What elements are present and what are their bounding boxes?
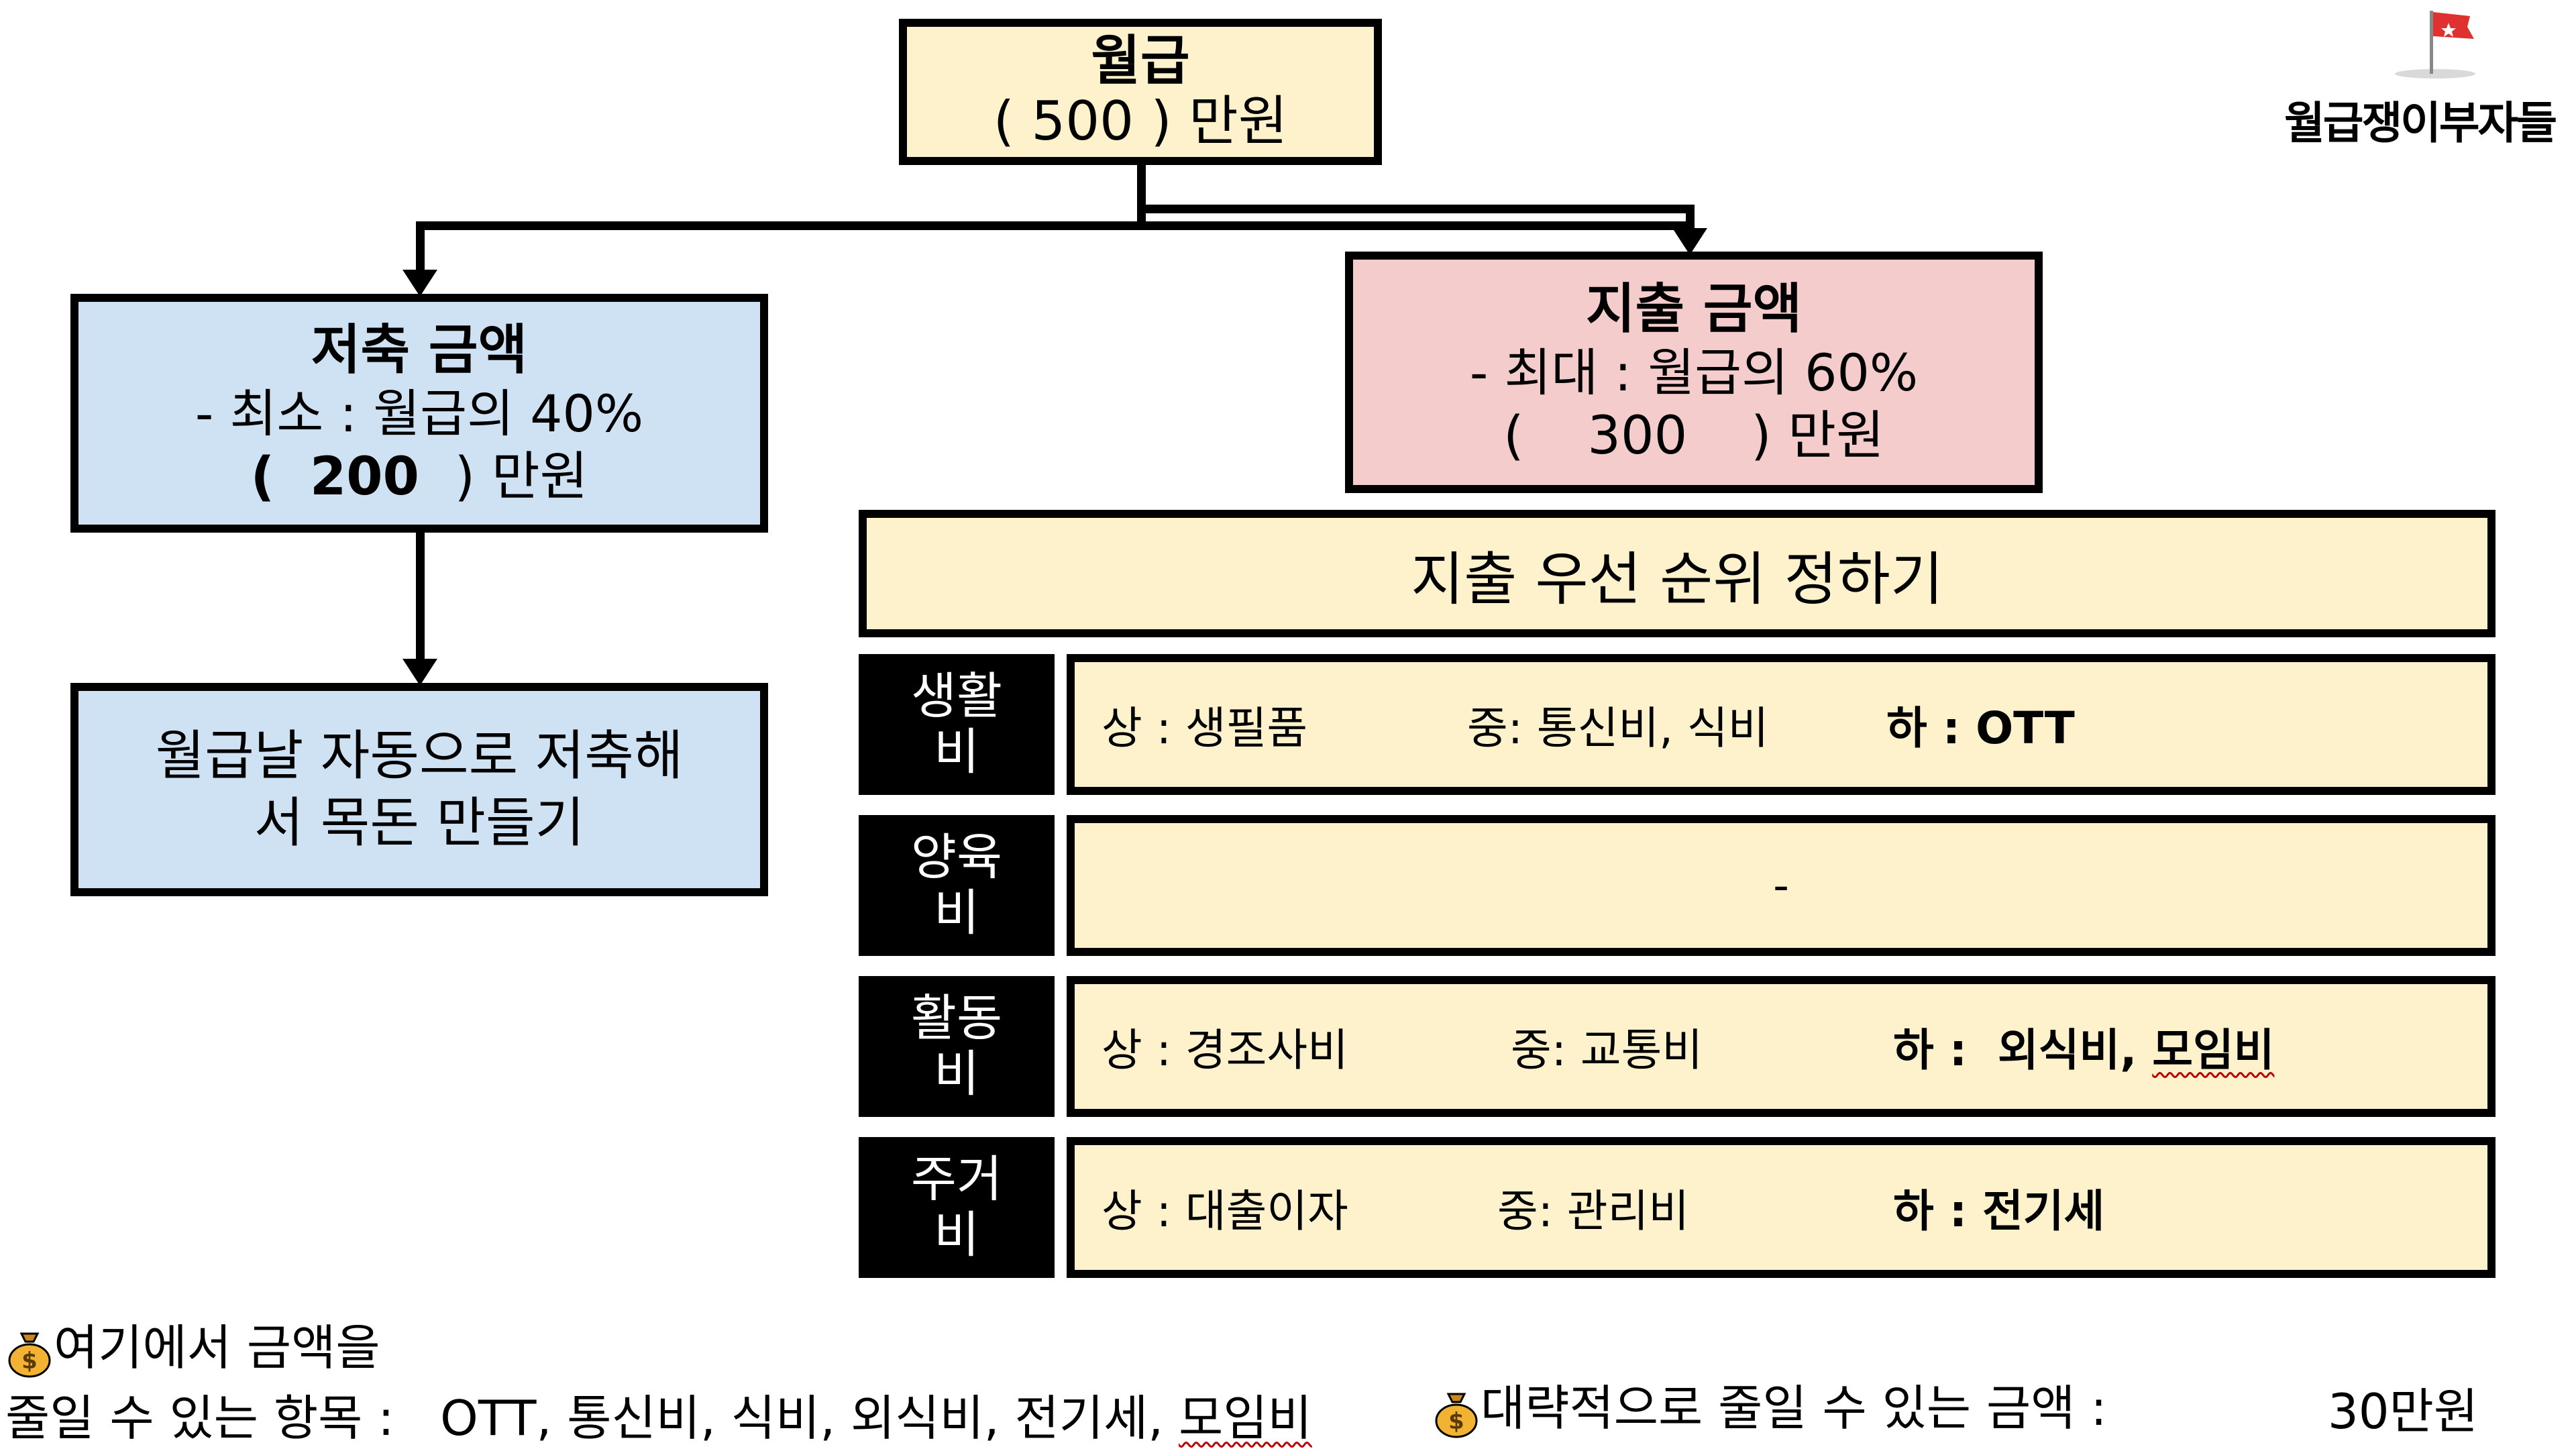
category-label-activity: 활동 비 xyxy=(859,976,1055,1117)
category-label-line1: 양육 xyxy=(910,828,1003,887)
priority-header-text: 지출 우선 순위 정하기 xyxy=(1410,545,1944,613)
spending-rule: - 최대 : 월급의 60% xyxy=(1469,342,1919,402)
spending-title: 지출 금액 xyxy=(1585,278,1803,341)
priority-mid: 중: 교통비 xyxy=(1511,1024,1703,1076)
connector-salary-down xyxy=(1137,162,1146,229)
category-row-childcare: - xyxy=(1067,815,2496,956)
spending-amount-open: ( xyxy=(1503,405,1524,466)
salary-title: 월급 xyxy=(1091,30,1190,92)
footer-line1-text: 여기에서 금액을 xyxy=(54,1320,380,1376)
priority-mid: 중: 관리비 xyxy=(1497,1185,1690,1237)
category-label-line1: 생활 xyxy=(910,667,1003,726)
priority-low: 하 : 전기세 xyxy=(1893,1185,2105,1237)
arrow-to-auto-save xyxy=(402,659,437,686)
money-bag-icon: $ xyxy=(8,1332,51,1378)
brand-name: 월급쟁이부자들 xyxy=(2284,97,2557,149)
footer-line2: 줄일 수 있는 항목 : OTT, 통신비, 식비, 외식비, 전기세, 모임비 xyxy=(5,1379,1312,1449)
flag-icon xyxy=(2395,11,2475,78)
spending-amount-close: ) 만원 xyxy=(1751,405,1884,466)
savings-amount-close: ) 만원 xyxy=(454,446,588,507)
svg-text:$: $ xyxy=(1448,1408,1464,1435)
empty-dash: - xyxy=(1773,859,1789,912)
savings-box: 저축 금액 - 최소 : 월급의 40% ( 200 ) 만원 xyxy=(70,294,768,533)
category-row-living: 상 : 생필품 중: 통신비, 식비 하 : OTT xyxy=(1067,654,2496,795)
category-label-line1: 주거 xyxy=(910,1150,1003,1209)
category-label-living: 생활 비 xyxy=(859,654,1055,795)
savings-rule: - 최소 : 월급의 40% xyxy=(195,383,644,443)
savings-title: 저축 금액 xyxy=(311,319,528,382)
footer-line1: $ 여기에서 금액을 xyxy=(5,1308,380,1379)
category-label-line2: 비 xyxy=(933,1206,980,1264)
savings-amount-open: ( xyxy=(250,446,275,507)
spending-amount: ( 300 ) 만원 xyxy=(1503,405,1884,468)
priority-high: 상 : 경조사비 xyxy=(1102,1024,1348,1076)
footer-estimate-value: 30만원 xyxy=(2328,1383,2479,1440)
category-label-line1: 활동 xyxy=(910,989,1003,1048)
category-label-line2: 비 xyxy=(933,723,980,781)
connector-to-spending-top xyxy=(1137,205,1695,213)
category-label-housing: 주거 비 xyxy=(859,1137,1055,1278)
priority-high: 상 : 생필품 xyxy=(1102,702,1308,754)
footer-estimate: $ 대략적으로 줄일 수 있는 금액 : xyxy=(1432,1368,2107,1439)
footer-line2-prefix: 줄일 수 있는 항목 : OTT, 통신비, 식비, 외식비, 전기세, xyxy=(5,1390,1179,1446)
auto-save-line1: 월급날 자동으로 저축해 xyxy=(155,724,684,787)
category-row-housing: 상 : 대출이자 중: 관리비 하 : 전기세 xyxy=(1067,1137,2496,1278)
connector-savings-down xyxy=(416,530,425,664)
arrow-to-savings xyxy=(402,270,437,297)
connector-horizontal xyxy=(416,221,1695,230)
priority-low-prefix: 하 : 외식비, xyxy=(1893,1024,2153,1076)
arrow-to-spending xyxy=(1672,228,1707,255)
category-row-activity: 상 : 경조사비 중: 교통비 하 : 외식비, 모임비 xyxy=(1067,976,2496,1117)
spending-amount-value: 300 xyxy=(1587,405,1688,466)
spending-box: 지출 금액 - 최대 : 월급의 60% ( 300 ) 만원 xyxy=(1345,252,2043,493)
category-label-childcare: 양육 비 xyxy=(859,815,1055,956)
salary-amount: ( 500 ) 만원 xyxy=(993,90,1288,152)
auto-save-box: 월급날 자동으로 저축해 서 목돈 만들기 xyxy=(70,683,768,896)
priority-low: 하 : OTT xyxy=(1886,702,2075,754)
svg-text:$: $ xyxy=(21,1348,38,1375)
priority-header: 지출 우선 순위 정하기 xyxy=(859,510,2496,637)
auto-save-line2: 서 목돈 만들기 xyxy=(254,792,585,854)
savings-amount: ( 200 ) 만원 xyxy=(251,445,588,509)
category-label-line2: 비 xyxy=(933,1045,980,1103)
brand-logo: 월급쟁이부자들 xyxy=(2267,0,2576,154)
footer-line2-squiggle: 모임비 xyxy=(1179,1390,1312,1446)
category-label-line2: 비 xyxy=(933,884,980,942)
priority-low-squiggle: 모임비 xyxy=(2152,1024,2275,1076)
priority-mid: 중: 통신비, 식비 xyxy=(1467,702,1769,754)
footer-estimate-label: 대략적으로 줄일 수 있는 금액 : xyxy=(1481,1380,2107,1436)
salary-box: 월급 ( 500 ) 만원 xyxy=(899,19,1382,165)
savings-amount-value: 200 xyxy=(310,446,419,507)
priority-high: 상 : 대출이자 xyxy=(1102,1185,1348,1237)
money-bag-icon: $ xyxy=(1435,1393,1478,1438)
priority-low: 하 : 외식비, 모임비 xyxy=(1893,1014,2274,1079)
connector-to-savings xyxy=(416,221,425,274)
